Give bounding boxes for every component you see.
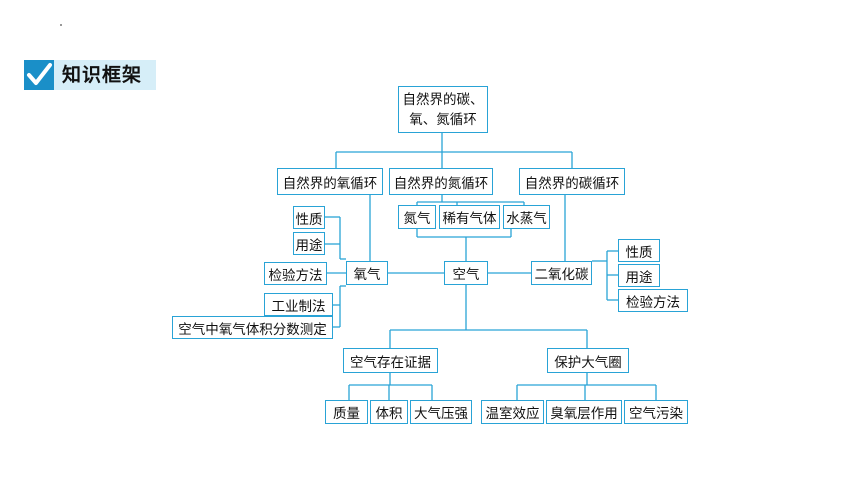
mass-node: 质量 <box>325 400 368 424</box>
oxygen-node: 氧气 <box>346 261 388 285</box>
o2-uses-node: 用途 <box>293 232 325 255</box>
co2-uses-node: 用途 <box>618 264 660 287</box>
o2-industrial-node: 工业制法 <box>264 293 333 316</box>
speck <box>60 24 62 26</box>
co2-test-node: 检验方法 <box>618 289 688 312</box>
section-title: 知识框架 <box>54 60 156 90</box>
co2-node: 二氧化碳 <box>531 261 592 285</box>
co2-properties-node: 性质 <box>618 239 660 262</box>
nitrogen-cycle-node: 自然界的氮循环 <box>389 168 493 195</box>
nitrogen-node: 氮气 <box>398 205 436 229</box>
carbon-cycle-node: 自然界的碳循环 <box>519 168 625 195</box>
volume-node: 体积 <box>370 400 408 424</box>
oxygen-cycle-node: 自然界的氧循环 <box>277 168 383 195</box>
section-header: 知识框架 <box>24 60 156 90</box>
root-node: 自然界的碳、 氧、氮循环 <box>398 86 488 133</box>
air-evidence-node: 空气存在证据 <box>343 348 438 373</box>
o2-properties-node: 性质 <box>293 206 325 229</box>
ozone-node: 臭氧层作用 <box>546 400 622 424</box>
check-icon <box>24 60 54 90</box>
pollution-node: 空气污染 <box>624 400 688 424</box>
root-line-2: 氧、氮循环 <box>409 111 477 128</box>
o2-measure-node: 空气中氧气体积分数测定 <box>172 316 333 339</box>
water-vapor-node: 水蒸气 <box>503 205 550 229</box>
pressure-node: 大气压强 <box>410 400 472 424</box>
o2-test-node: 检验方法 <box>264 262 327 285</box>
air-node: 空气 <box>444 261 488 285</box>
protect-atmosphere-node: 保护大气圈 <box>547 348 629 373</box>
noble-gas-node: 稀有气体 <box>439 205 500 229</box>
root-line-1: 自然界的碳、 <box>402 91 484 108</box>
greenhouse-node: 温室效应 <box>481 400 544 424</box>
